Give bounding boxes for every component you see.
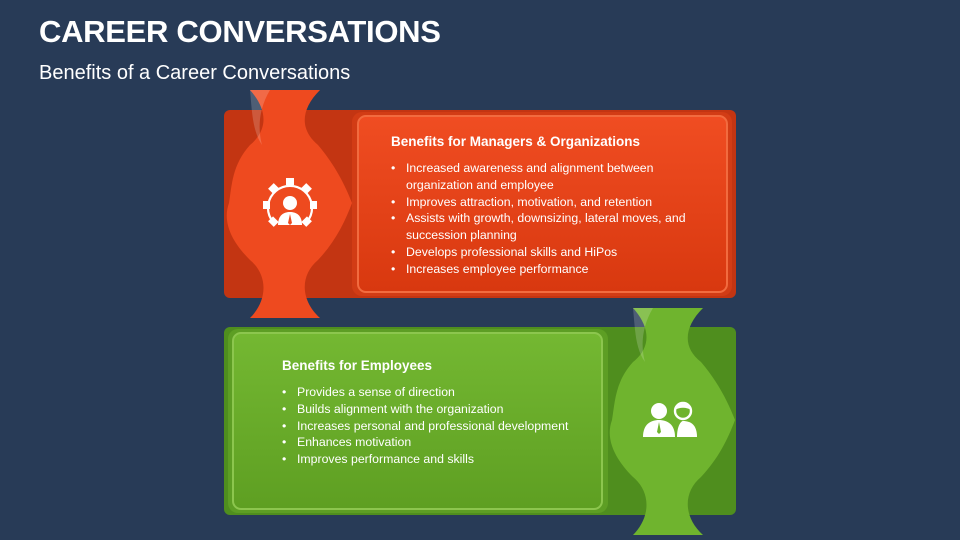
employees-bullet: Improves performance and skills (282, 451, 582, 468)
managers-bullet: Increased awareness and alignment betwee… (391, 160, 691, 194)
employees-bullet: Provides a sense of direction (282, 384, 582, 401)
page-subtitle: Benefits of a Career Conversations (39, 62, 351, 84)
managers-bullet: Assists with growth, downsizing, lateral… (391, 210, 691, 244)
employees-bullet: Builds alignment with the organization (282, 401, 582, 418)
employees-connector-shape (609, 308, 735, 535)
managers-bullet: Increases employee performance (391, 261, 691, 278)
employees-bullet-list: Provides a sense of direction Builds ali… (282, 384, 582, 468)
employees-heading: Benefits for Employees (282, 358, 433, 373)
managers-bullet: Develops professional skills and HiPos (391, 244, 691, 261)
page-title: CAREER CONVERSATIONS (39, 14, 441, 49)
managers-bullet-list: Increased awareness and alignment betwee… (391, 160, 691, 278)
managers-heading: Benefits for Managers & Organizations (391, 134, 641, 149)
gear-person-icon (263, 178, 317, 227)
employees-connector-shade (633, 308, 653, 362)
managers-bullet: Improves attraction, motivation, and ret… (391, 194, 691, 211)
two-people-icon (643, 401, 697, 437)
employees-panel: Benefits for Employees Provides a sense … (282, 358, 582, 468)
managers-panel: Benefits for Managers & Organizations In… (391, 134, 691, 278)
employees-bullet: Increases personal and professional deve… (282, 418, 582, 435)
employees-bullet: Enhances motivation (282, 434, 582, 451)
managers-connector-shade (250, 90, 270, 145)
